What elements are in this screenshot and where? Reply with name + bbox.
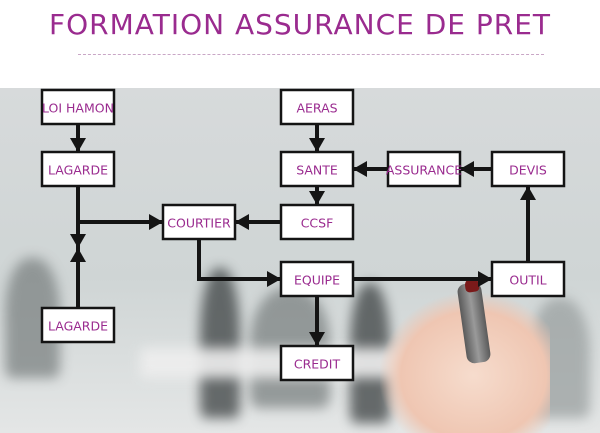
- edge-sante-to-ccsf-arrowhead: [309, 191, 325, 205]
- edge-lagarde-bottom-to-courtier-arrowhead: [70, 248, 86, 262]
- edge-courtier-to-equipe: [197, 239, 281, 281]
- node-label: CREDIT: [294, 357, 341, 372]
- node-box: [386, 150, 462, 188]
- node-aeras: AERAS: [279, 88, 355, 126]
- node-label: LOI HAMON: [42, 101, 114, 116]
- edge-assurance-to-sante-arrowhead: [353, 161, 367, 177]
- edge-loi-hamon-to-lagarde-top-arrowhead: [70, 138, 86, 152]
- node-devis: DEVIS: [490, 150, 566, 188]
- node-outil: OUTIL: [490, 260, 566, 298]
- node-box: [279, 88, 355, 126]
- node-box: [279, 344, 355, 382]
- node-assurance: ASSURANCE: [386, 150, 462, 188]
- diagram-title: FORMATION ASSURANCE DE PRET: [48, 8, 552, 41]
- node-label: ASSURANCE: [386, 163, 462, 178]
- node-box: [40, 306, 116, 344]
- title-divider: [78, 54, 544, 55]
- node-credit: CREDIT: [279, 344, 355, 382]
- node-courtier: COURTIER: [161, 203, 237, 241]
- node-label: DEVIS: [509, 163, 547, 178]
- node-loi-hamon: LOI HAMON: [40, 88, 116, 126]
- edge-outil-to-devis-arrowhead: [520, 186, 536, 200]
- edge-devis-to-assurance-arrowhead: [460, 161, 474, 177]
- node-equipe: EQUIPE: [279, 260, 355, 298]
- node-lagarde-bottom: LAGARDE: [40, 306, 116, 344]
- edge-equipe-to-outil-arrowhead: [478, 271, 492, 287]
- edge-lagarde-trunk-to-courtier-arrowhead: [149, 214, 163, 230]
- node-label: AERAS: [296, 101, 337, 116]
- node-label: SANTE: [296, 163, 338, 178]
- node-sante: SANTE: [279, 150, 355, 188]
- edge-equipe-to-credit-arrowhead: [309, 332, 325, 346]
- node-box: [40, 88, 116, 126]
- node-label: CCSF: [301, 216, 334, 231]
- node-box: [161, 203, 237, 241]
- node-label: EQUIPE: [294, 273, 340, 288]
- node-label: COURTIER: [167, 216, 231, 231]
- edge-ccsf-to-courtier-arrowhead: [235, 214, 249, 230]
- node-box: [279, 203, 355, 241]
- node-label: LAGARDE: [48, 163, 108, 178]
- diagram-nodes: LOI HAMON LAGARDE LAGARDE COURTIER AERAS SANT…: [40, 88, 566, 382]
- diagram-edges: [70, 124, 536, 346]
- node-ccsf: CCSF: [279, 203, 355, 241]
- node-label: LAGARDE: [48, 319, 108, 334]
- node-box: [279, 150, 355, 188]
- node-box: [279, 260, 355, 298]
- node-box: [490, 150, 566, 188]
- node-box: [490, 260, 566, 298]
- edge-courtier-to-equipe-arrowhead: [267, 271, 281, 287]
- edge-lagarde-top-to-courtier-arrowhead: [70, 234, 86, 248]
- node-label: OUTIL: [509, 273, 546, 288]
- node-lagarde-top: LAGARDE: [40, 150, 116, 188]
- edge-aeras-to-sante-arrowhead: [309, 138, 325, 152]
- node-box: [40, 150, 116, 188]
